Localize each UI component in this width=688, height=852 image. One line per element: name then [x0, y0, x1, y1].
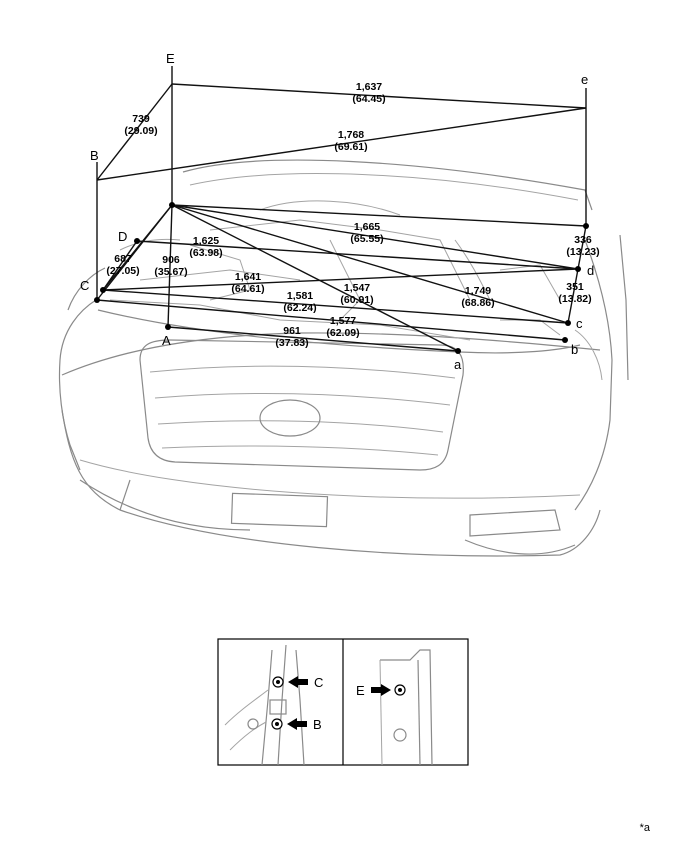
line-C-D: [102, 240, 138, 291]
dim-E-c-mm: 1,749: [465, 285, 491, 297]
inset-label-C: C: [314, 675, 323, 690]
dim-C-D-in: (27.05): [106, 265, 139, 277]
label-B: B: [90, 148, 99, 163]
dim-E-a-mm: 1,547: [344, 282, 370, 294]
dim-D-d-mm: 1,625: [193, 235, 219, 247]
measurement-lines: [96, 66, 587, 352]
dim-E-c-upper-mm: 1,665: [354, 221, 380, 233]
arrow-E-icon: [371, 684, 391, 696]
dimension-labels: 1,637 (64.45) 739 (29.09) 1,768 (69.61) …: [106, 81, 599, 349]
label-d: d: [587, 263, 594, 278]
label-E: E: [166, 51, 175, 66]
line-E-d: [171, 204, 579, 270]
dim-B-e-mm: 1,768: [338, 129, 364, 141]
vehicle-front-outline: [58, 159, 629, 557]
marker-D: [134, 238, 140, 244]
dim-E-B-in: (29.09): [124, 125, 157, 137]
dim-E-a-in: (60.91): [340, 294, 373, 306]
dim-E-A-in: (35.67): [154, 266, 187, 278]
dim-d-c-in: (13.82): [558, 293, 591, 305]
line-E-c: [171, 204, 569, 324]
dim-d-c-mm: 351: [566, 281, 584, 293]
marker-A: [165, 324, 171, 330]
dim-E-e-mm: 1,637: [356, 81, 382, 93]
dim-E-e-in: (64.45): [352, 93, 385, 105]
marker-b: [562, 337, 568, 343]
point-markers: [94, 202, 589, 354]
dim-C-d-in: (64.61): [231, 283, 264, 295]
dim-C-d-mm: 1,641: [235, 271, 261, 283]
line-e-d: [577, 225, 587, 270]
label-A: A: [162, 333, 171, 348]
label-e: e: [581, 72, 588, 87]
line-d-c: [567, 268, 579, 324]
dim-B-e-in: (69.61): [334, 141, 367, 153]
detail-inset: C B E: [217, 638, 469, 766]
line-B-e: [96, 107, 587, 181]
marker-B: [94, 297, 100, 303]
label-c: c: [576, 316, 583, 331]
label-b: b: [571, 342, 578, 357]
footnote-reference: *a: [639, 822, 650, 834]
dim-A-a-mm: 961: [283, 325, 301, 337]
dim-A-a-in: (37.83): [275, 337, 308, 349]
marker-E: [169, 202, 175, 208]
marker-a: [455, 348, 461, 354]
inset-right-panel: E: [356, 649, 433, 766]
point-labels: E e B D C A d c b a: [80, 51, 594, 372]
line-E-e: [171, 83, 587, 109]
dim-E-A-mm: 906: [162, 254, 180, 266]
label-D: D: [118, 229, 127, 244]
inset-left-bracket: [269, 699, 287, 715]
dim-e-d-mm: 336: [574, 234, 592, 246]
line-B-b: [96, 299, 566, 341]
line-C-c: [102, 289, 569, 324]
dim-D-d-in: (63.98): [189, 247, 222, 259]
inset-label-E: E: [356, 683, 365, 698]
dim-B-b-in: (62.09): [326, 327, 359, 339]
dim-E-B-mm: 739: [132, 113, 150, 125]
arrow-C-icon: [288, 676, 308, 688]
dim-C-D-mm: 687: [114, 253, 132, 265]
line-C-d: [102, 268, 579, 291]
dim-B-b-mm: 1,577: [330, 315, 356, 327]
label-a: a: [454, 357, 462, 372]
arrow-B-icon: [287, 718, 307, 730]
line-E-B: [96, 83, 173, 181]
inset-left-panel: C B: [224, 644, 323, 766]
dim-C-c-mm: 1,581: [287, 290, 313, 302]
line-E-e-point: [171, 204, 587, 227]
line-D-d: [136, 240, 579, 270]
marker-c: [565, 320, 571, 326]
line-A-a: [167, 326, 459, 352]
marker-C: [100, 287, 106, 293]
label-C: C: [80, 278, 89, 293]
dim-e-d-in: (13.23): [566, 246, 599, 258]
dim-C-c-in: (62.24): [283, 302, 316, 314]
marker-e: [583, 223, 589, 229]
marker-d: [575, 266, 581, 272]
inset-label-B: B: [313, 717, 322, 732]
dim-E-c-upper-in: (65.55): [350, 233, 383, 245]
dim-E-c-in: (68.86): [461, 297, 494, 309]
line-E-C: [102, 204, 173, 291]
